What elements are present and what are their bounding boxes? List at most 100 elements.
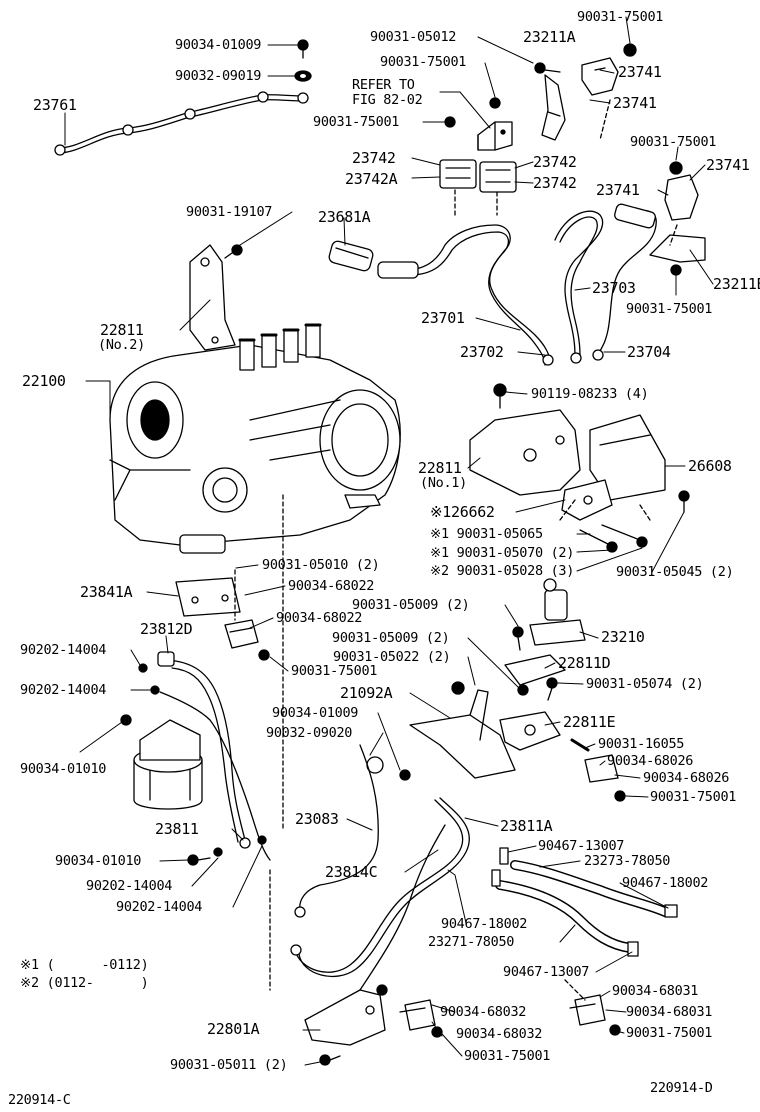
- label-90034-68032-b: 90034-68032: [456, 1026, 543, 1042]
- label-90031-05065: ※1 90031-05065: [430, 526, 543, 542]
- label-90034-68022-b: 90034-68022: [276, 610, 363, 626]
- injection-pipe-23702-icon: [409, 231, 546, 366]
- bolt-90031-05012-icon: [534, 62, 561, 74]
- label-23273-78050: 23273-78050: [584, 853, 671, 869]
- label-21092A: 21092A: [340, 684, 393, 702]
- label-90034-01009-b: 90034-01009: [272, 705, 359, 721]
- label-90031-75001-i: 90031-75001: [464, 1048, 551, 1064]
- clamp-23741-right-icon: [664, 161, 699, 221]
- injection-pipe-23703-icon: [554, 210, 604, 359]
- label-23741-c: 23741: [706, 156, 750, 174]
- label-90034-68026-b: 90034-68026: [643, 770, 730, 786]
- label-90034-68022-a: 90034-68022: [288, 578, 375, 594]
- label-90202-14004-d: 90202-14004: [116, 899, 203, 915]
- label-no1: (No.1): [420, 475, 467, 491]
- bolts-90031-05011-icon: [319, 1054, 341, 1066]
- label-90031-05009-b: 90031-05009 (2): [332, 630, 450, 646]
- note-1: ※1 ( -0112): [20, 957, 149, 973]
- bracket-refer-fig-icon: [477, 121, 513, 151]
- bracket-26608-icon: [589, 414, 666, 501]
- label-23702: 23702: [460, 343, 504, 361]
- fuel-pipe-23811A-icon: [290, 797, 470, 977]
- label-90031-05012: 90031-05012: [370, 29, 457, 45]
- label-90031-05022: 90031-05022 (2): [333, 649, 451, 665]
- bolt-90031-19107-icon: [224, 244, 243, 259]
- label-22811-no1: 22811: [418, 459, 462, 477]
- label-90034-01010-b: 90034-01010: [55, 853, 142, 869]
- label-90034-68031-a: 90034-68031: [612, 983, 699, 999]
- pipe-nuts-icon: [377, 203, 656, 366]
- priming-pump-23210-icon: [529, 578, 586, 646]
- bracket-22811E-icon: [499, 711, 561, 751]
- bolt-90119-08233-icon: [493, 383, 507, 409]
- clamp-90034-68026-icon: [584, 754, 626, 802]
- bolts-90031-05065-icon: [579, 490, 690, 553]
- clamp-90034-68022-icon: [224, 619, 259, 649]
- label-23742-c: 23742: [533, 174, 577, 192]
- clamp-23741-top-icon: [581, 57, 619, 96]
- label-no2: (No.2): [98, 337, 145, 353]
- label-refer-to: REFER TO: [352, 77, 415, 93]
- fuel-filter-icon: [133, 719, 203, 810]
- label-90467-18002-a: 90467-18002: [622, 875, 709, 891]
- bolt-90034-01009-b-icon: [399, 769, 411, 781]
- return-pipe-23761-icon: [54, 91, 309, 156]
- label-90031-75001-b: 90031-75001: [380, 54, 467, 70]
- label-90467-13007-a: 90467-13007: [538, 838, 625, 854]
- label-23210: 23210: [601, 628, 645, 646]
- injection-pump-22100-icon: [109, 323, 401, 554]
- hose-clips-90467-icon: [491, 847, 678, 957]
- gasket-90032-09019-icon: [294, 70, 312, 82]
- label-90032-09020: 90032-09020: [266, 725, 353, 741]
- label-126662: ※126662: [430, 503, 495, 521]
- clamp-23211B-icon: [649, 234, 706, 276]
- label-23741-d: 23741: [596, 181, 640, 199]
- bracket-23841A-icon: [175, 577, 241, 617]
- label-90202-14004-c: 90202-14004: [86, 878, 173, 894]
- label-23701: 23701: [421, 309, 465, 327]
- label-22811E: 22811E: [563, 713, 616, 731]
- nut-90031-75001-icon: [444, 43, 637, 128]
- fuel-pipe-23814C-icon: [359, 824, 446, 991]
- label-90034-68031-b: 90034-68031: [626, 1004, 713, 1020]
- label-90034-68032-a: 90034-68032: [440, 1004, 527, 1020]
- label-23841A: 23841A: [80, 583, 133, 601]
- label-90031-19107: 90031-19107: [186, 204, 273, 220]
- label-23814C: 23814C: [325, 863, 378, 881]
- leader-lines: [64, 16, 714, 1066]
- label-90031-05070: ※1 90031-05070 (2): [430, 545, 575, 561]
- label-23811: 23811: [155, 820, 199, 838]
- label-23211B: 23211B: [713, 275, 760, 293]
- label-23742A: 23742A: [345, 170, 398, 188]
- label-90034-68026-a: 90034-68026: [607, 753, 694, 769]
- sleeve-23681A-icon: [328, 240, 374, 272]
- label-23703: 23703: [592, 279, 636, 297]
- label-90031-75001-e: 90031-75001: [626, 301, 713, 317]
- bolt-90031-16055-icon: [570, 738, 590, 752]
- label-26608: 26608: [688, 457, 732, 475]
- label-22801A: 22801A: [207, 1020, 260, 1038]
- label-90031-05045: 90031-05045 (2): [616, 564, 734, 580]
- bracket-21092A-icon: [409, 681, 516, 779]
- nut-90031-75001-f-icon: [258, 649, 270, 661]
- clamp-23742-left-icon: [439, 159, 477, 189]
- label-23812D: 23812D: [140, 620, 193, 638]
- label-90031-05028: ※2 90031-05028 (3): [430, 563, 575, 579]
- label-90031-75001-h: 90031-75001: [626, 1025, 713, 1041]
- footer-code-left: 220914-C: [8, 1092, 71, 1108]
- label-23741-a: 23741: [618, 63, 662, 81]
- label-90031-05009-a: 90031-05009 (2): [352, 597, 470, 613]
- label-90119-08233: 90119-08233 (4): [531, 386, 649, 402]
- label-23741-b: 23741: [613, 94, 657, 112]
- label-90202-14004-b: 90202-14004: [20, 682, 107, 698]
- label-90031-05010: 90031-05010 (2): [262, 557, 380, 573]
- label-23742-a: 23742: [352, 149, 396, 167]
- hose-23273-78050-icon: [510, 860, 670, 917]
- label-90031-75001-c: 90031-75001: [313, 114, 400, 130]
- clamps-90034-68032-icon: [399, 999, 443, 1038]
- label-90034-01009: 90034-01009: [175, 37, 262, 53]
- bolt-90034-01009-icon: [297, 39, 309, 59]
- label-90031-75001-f: 90031-75001: [291, 663, 378, 679]
- label-90031-75001-d: 90031-75001: [630, 134, 717, 150]
